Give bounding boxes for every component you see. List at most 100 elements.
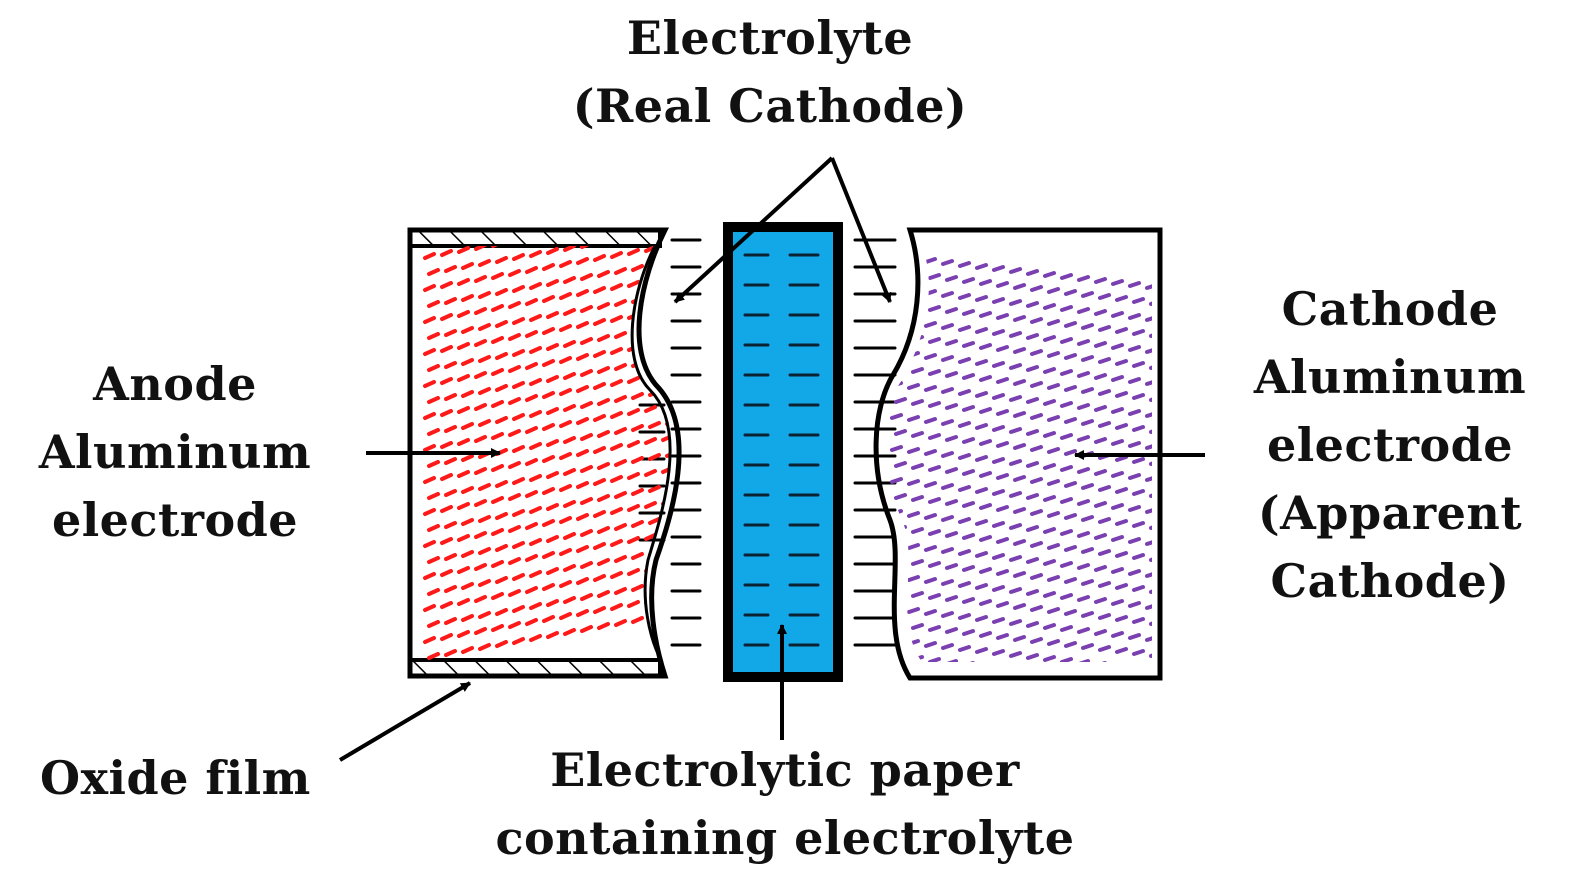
cathode-dash <box>1030 285 1043 292</box>
cathode-dash <box>1098 389 1111 396</box>
anode-dash <box>631 456 644 464</box>
cathode-dash <box>1009 555 1022 562</box>
cathode-dash <box>1060 465 1073 472</box>
cathode-dash <box>1081 483 1094 490</box>
anode-dash <box>461 294 474 302</box>
anode-dash <box>610 603 623 611</box>
anode-dash <box>593 510 606 518</box>
anode-dash <box>427 428 440 436</box>
anode-dash <box>665 386 671 394</box>
anode-dash <box>546 279 559 287</box>
cathode-dash <box>1043 303 1056 310</box>
cathode-dash <box>958 517 971 524</box>
cathode-dash <box>907 511 920 518</box>
cathode-dash <box>1047 639 1060 646</box>
anode-dash <box>457 246 470 254</box>
cathode-dash <box>1077 659 1090 662</box>
cathode-dash <box>1047 319 1060 326</box>
cathode-dash <box>1009 427 1022 434</box>
anode-dash <box>461 422 474 430</box>
cathode-dash <box>998 667 1007 670</box>
cathode-dash <box>1132 329 1145 336</box>
cathode-dash <box>1081 419 1094 426</box>
cathode-dash <box>1081 323 1094 330</box>
cathode-dash <box>1117 681 1126 684</box>
anode-dash <box>665 578 671 586</box>
anode-dash <box>546 439 559 447</box>
cathode-dash <box>1013 635 1026 642</box>
anode-dash <box>525 330 538 338</box>
anode-dash <box>684 257 693 261</box>
anode-dash <box>546 503 559 511</box>
cathode-dash <box>1094 405 1107 412</box>
anode-dash <box>546 631 559 639</box>
cathode-dash <box>1030 413 1043 420</box>
cathode-dash <box>1132 489 1145 496</box>
anode-dash <box>593 542 606 550</box>
anode-dash <box>563 372 576 380</box>
anode-dash <box>529 282 542 290</box>
anode-dash <box>444 553 457 561</box>
cathode-dash <box>1015 669 1024 672</box>
anode-dash <box>610 283 623 291</box>
anode-dash <box>593 318 606 326</box>
cathode-dash <box>1064 417 1077 424</box>
anode-dash <box>495 288 508 296</box>
anode-dash <box>457 342 470 350</box>
anode-dash <box>491 592 504 600</box>
cathode-dash <box>941 291 954 298</box>
electrolytic-paper-label: Electrolytic paper containing electrolyt… <box>495 743 1075 865</box>
anode-dash <box>457 470 470 478</box>
anode-dash <box>576 481 589 489</box>
anode-dash <box>680 593 689 597</box>
cathode-dash <box>1013 411 1026 418</box>
anode-dash <box>648 453 661 461</box>
anode-dash <box>546 471 559 479</box>
anode-dash <box>546 567 559 575</box>
anode-dash <box>427 364 440 372</box>
anode-dash <box>423 508 436 516</box>
anode-dash <box>529 570 542 578</box>
cathode-dash <box>1081 355 1094 362</box>
anode-dash <box>614 363 627 371</box>
cathode-dash <box>996 409 1009 416</box>
cathode-dash <box>894 397 907 404</box>
anode-dash <box>627 472 640 480</box>
cathode-dash <box>979 279 992 286</box>
cathode-dash <box>992 585 1005 592</box>
anode-dash <box>495 256 508 264</box>
cathode-dash <box>1145 539 1152 546</box>
anode-dash <box>593 478 606 486</box>
cathode-dash <box>1009 331 1022 338</box>
anode-dash <box>597 494 610 502</box>
anode-dash <box>648 325 661 333</box>
cathode-dash <box>945 627 958 634</box>
cathode-dash <box>1030 573 1043 580</box>
cathode-dash <box>1043 559 1056 566</box>
anode-dash <box>684 609 693 613</box>
anode-dash <box>508 589 521 597</box>
cathode-dash <box>1026 461 1039 468</box>
cathode-dash <box>1115 615 1128 622</box>
cathode-dash <box>1013 475 1026 482</box>
anode-dash <box>495 416 508 424</box>
anode-dash <box>648 357 661 365</box>
anode-dash <box>542 423 555 431</box>
anode-dash <box>440 313 453 321</box>
cathode-dash <box>1043 399 1056 406</box>
cathode-dash <box>979 631 992 638</box>
anode-dash <box>680 337 689 341</box>
anode-dash <box>495 512 508 520</box>
anode-dash <box>423 572 436 580</box>
anode-dash <box>525 458 538 466</box>
cathode-dash <box>1026 301 1039 308</box>
arrow-electrolyte-right <box>830 157 892 303</box>
anode-dash <box>614 459 627 467</box>
anode-dash <box>546 375 559 383</box>
cathode-dash <box>958 645 971 652</box>
anode-dash <box>680 369 689 373</box>
cathode-dash <box>907 415 920 422</box>
anode-dash <box>542 295 555 303</box>
anode-dash <box>580 273 593 281</box>
